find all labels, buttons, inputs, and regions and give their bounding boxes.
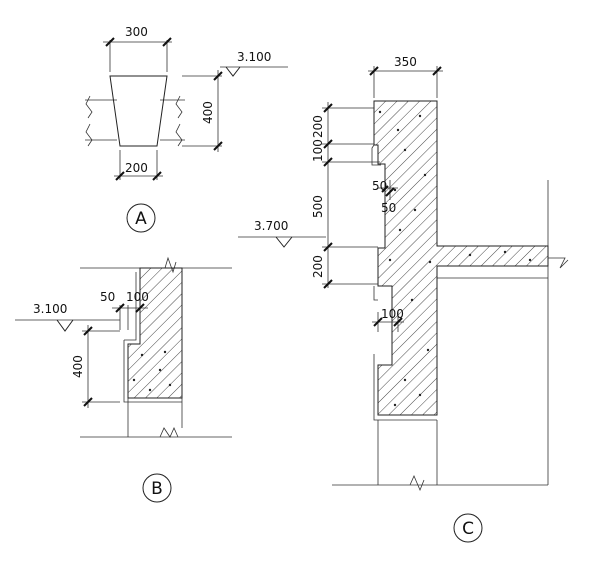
dim-a-height-text: 400 (201, 101, 215, 124)
level-b-text: 3.100 (33, 302, 67, 316)
level-mark-c: 3.700 (238, 219, 326, 248)
level-mark-b: 3.100 (15, 302, 120, 332)
dim-a-top-text: 300 (125, 25, 148, 39)
detail-b: 50 100 400 3.100 B (15, 256, 232, 503)
dim-c-notch-text: 100 (381, 307, 404, 321)
dim-c-step-v-text: 50 (381, 201, 396, 215)
dim-c-v2-text: 100 (311, 139, 325, 162)
detail-a: 300 200 400 3.100 A (85, 25, 288, 233)
detail-a-label: A (135, 209, 147, 229)
detail-c-label: C (462, 519, 474, 539)
beam-section-trapezoid (109, 75, 168, 147)
dim-b-height: 400 (71, 325, 120, 408)
dim-c-v1-text: 200 (311, 115, 325, 138)
dim-a-height: 400 (182, 70, 223, 152)
detail-c: 350 200 100 500 200 50 50 (238, 55, 569, 543)
beam-section-b (127, 267, 183, 399)
dim-b-left-text: 50 (100, 290, 115, 304)
dim-b-top: 50 100 (100, 290, 149, 330)
dim-b-right-text: 100 (126, 290, 149, 304)
level-c-text: 3.700 (254, 219, 288, 233)
dim-a-bottom: 200 (114, 150, 163, 181)
dim-c-v3-text: 500 (311, 195, 325, 218)
dim-a-top: 300 (103, 25, 172, 72)
dim-a-bottom-text: 200 (125, 161, 148, 175)
dim-c-vertical-chain: 200 100 500 200 (311, 102, 380, 289)
dim-c-v4-text: 200 (311, 255, 325, 278)
dim-b-height-text: 400 (71, 355, 85, 378)
dim-c-top-text: 350 (394, 55, 417, 69)
dim-c-step-h-text: 50 (372, 179, 387, 193)
detail-a-label-circle (126, 203, 156, 233)
dim-c-top: 350 (368, 55, 443, 98)
level-a-text: 3.100 (237, 50, 271, 64)
dim-c-step: 50 50 (372, 179, 398, 215)
detail-c-label-circle (453, 513, 483, 543)
dim-c-notch: 100 (372, 307, 404, 332)
detail-b-label: B (151, 479, 163, 499)
detail-b-label-circle (142, 473, 172, 503)
wall-slab-section (373, 100, 549, 416)
level-mark-a: 3.100 (220, 50, 288, 77)
